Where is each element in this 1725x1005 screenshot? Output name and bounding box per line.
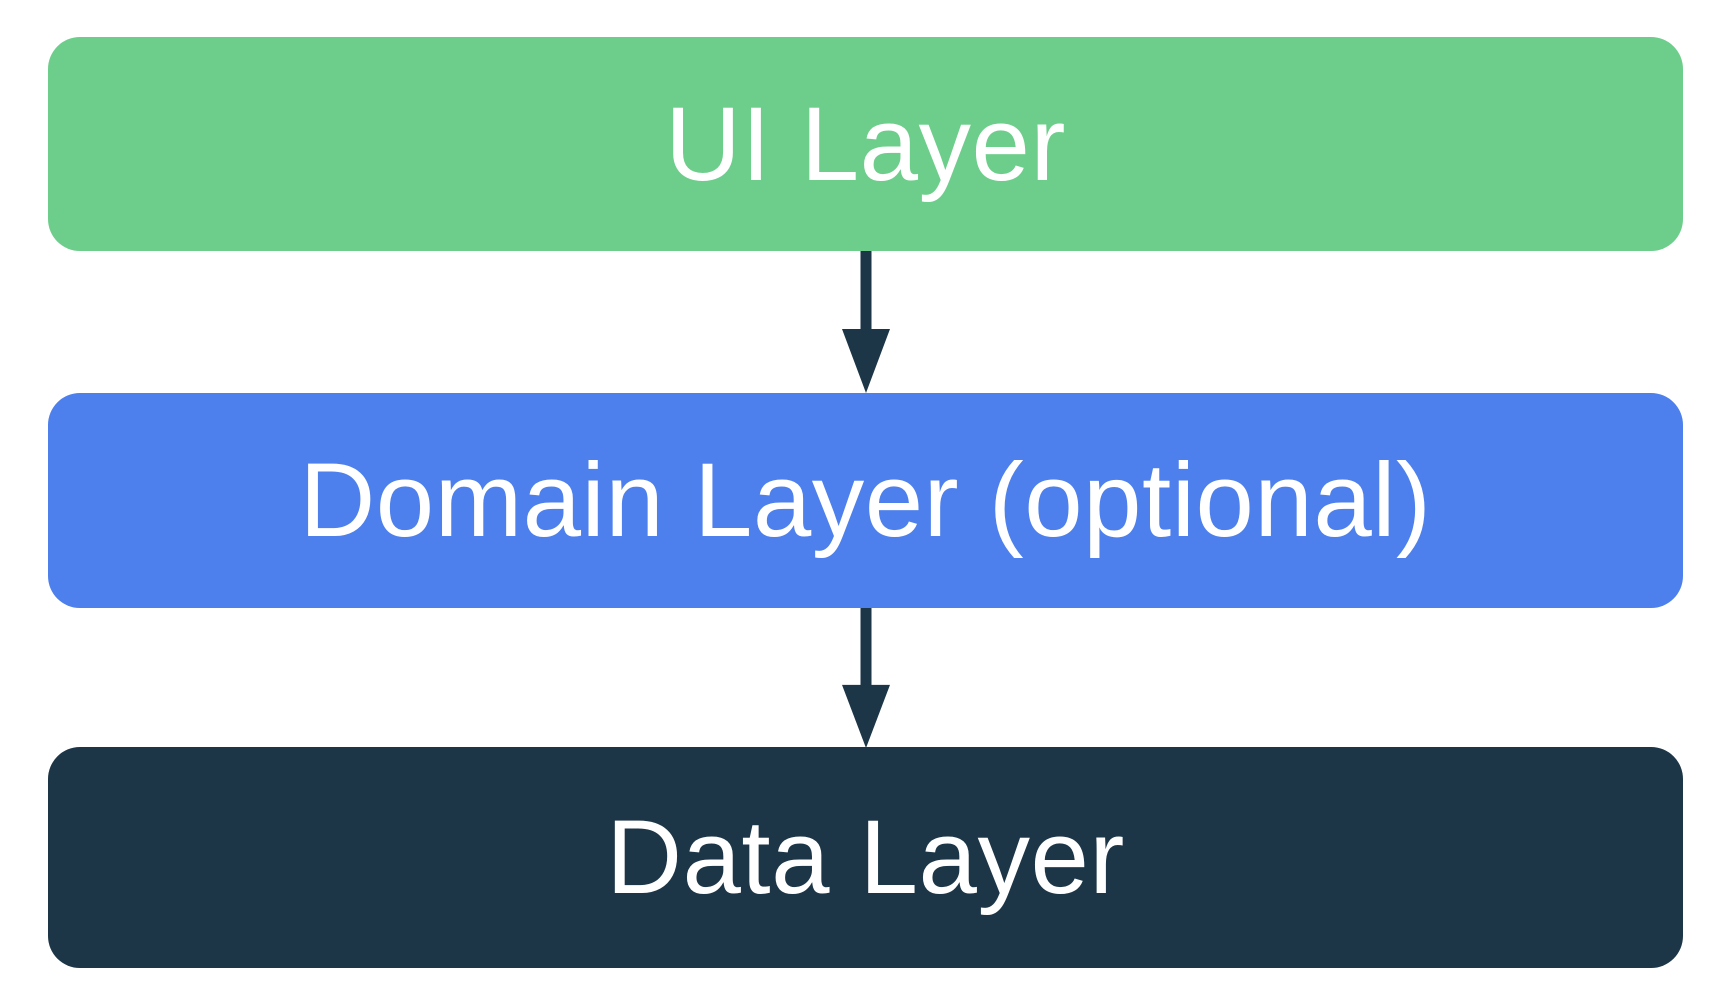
arrow-down-icon [841, 251, 891, 393]
node-data-layer-label: Data Layer [606, 799, 1125, 916]
node-domain-layer-label: Domain Layer (optional) [299, 442, 1432, 559]
node-ui-layer: UI Layer [48, 37, 1683, 251]
node-ui-layer-label: UI Layer [665, 85, 1066, 203]
node-data-layer: Data Layer [48, 747, 1683, 968]
node-domain-layer: Domain Layer (optional) [48, 393, 1683, 608]
arrow-down-icon [841, 608, 891, 748]
